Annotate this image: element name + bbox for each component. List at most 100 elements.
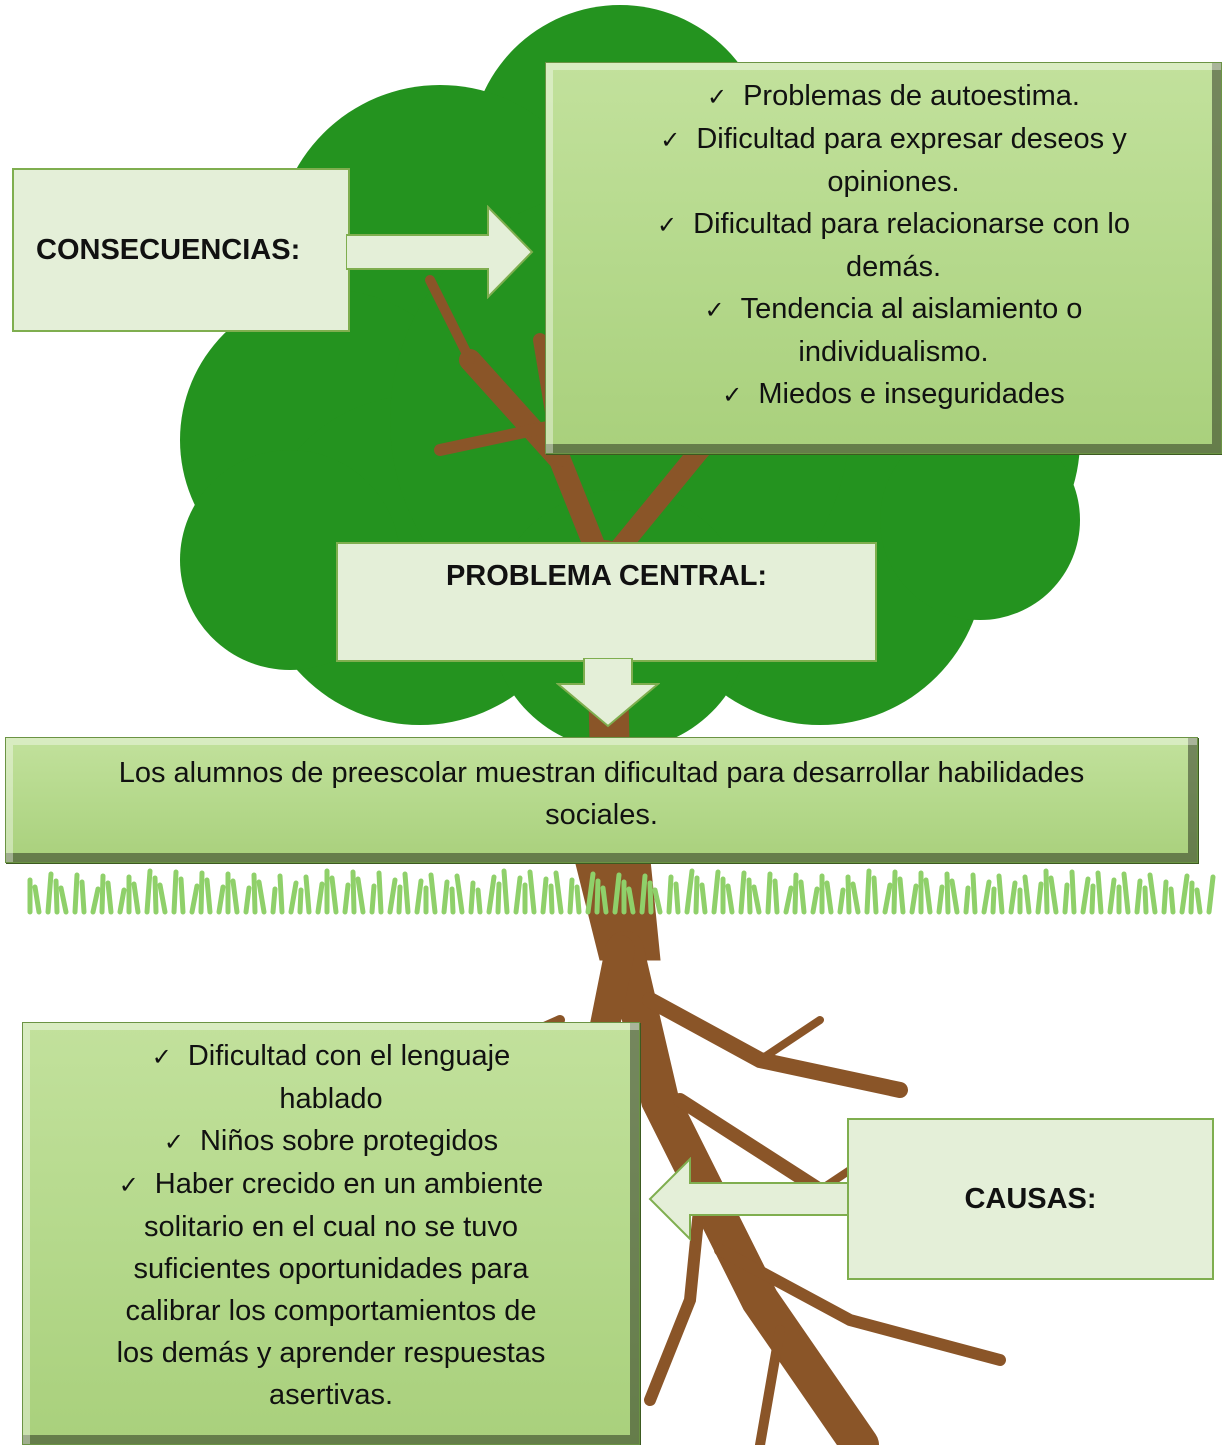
grass-blade [673, 881, 681, 915]
grass-blade [513, 875, 523, 915]
grass-blade [171, 869, 179, 915]
consequence-item-text: Miedos e inseguridades [758, 378, 1065, 410]
grass-blade [1062, 882, 1070, 915]
causes-arrow [648, 1157, 851, 1241]
grass-blade [553, 870, 564, 915]
grass-blade [798, 879, 807, 915]
grass-blade [548, 883, 555, 915]
grass-blade [99, 873, 106, 915]
grass-blade [350, 869, 357, 915]
grass-blade [1048, 875, 1059, 915]
grass-blade [792, 872, 799, 915]
causes-label-box: CAUSAS: [847, 1118, 1214, 1280]
checkmark-icon: ✓ [118, 1171, 139, 1199]
grass-blade [711, 869, 721, 915]
grass-blade [204, 877, 213, 915]
grass-blade [475, 887, 483, 915]
grass-blade [387, 877, 398, 915]
grass-blade [626, 886, 636, 915]
grass-blade [990, 886, 997, 915]
grass-blade [882, 882, 893, 915]
central-statement-box: Los alumnos de preescolar muestran dific… [5, 737, 1198, 863]
grass-blade [725, 883, 735, 915]
consequence-item: ✓Miedos e inseguridades [586, 373, 1201, 416]
grass-blade [699, 882, 708, 915]
grass-blade [963, 885, 971, 915]
grass-blade [198, 870, 205, 915]
grass-blade [1142, 885, 1149, 915]
consequence-item: ✓Problemas de autoestima. [586, 75, 1201, 118]
cause-item-text: asertivas. [268, 1379, 394, 1411]
grass-blade [402, 871, 411, 915]
grass-blade [1008, 880, 1018, 915]
grass-blade [909, 883, 919, 915]
grass-blade [1089, 883, 1096, 915]
grass-blade [1022, 874, 1032, 915]
grass-blade [594, 878, 601, 915]
checkmark-icon: ✓ [657, 211, 678, 239]
grass-strip [27, 868, 1216, 915]
grass-blade [652, 887, 663, 915]
cause-item: ✓Niños sobre protegidos [41, 1120, 621, 1163]
grass-blade [897, 876, 906, 915]
cause-item-text: Dificultad con el lenguaje [187, 1040, 511, 1072]
grass-blade [396, 884, 403, 915]
consequences-list: ✓Problemas de autoestima.✓Dificultad par… [586, 75, 1201, 416]
consequence-item-text: Dificultad para expresar deseos y [696, 123, 1127, 155]
grass-blade [585, 871, 596, 915]
central-label-box: PROBLEMA CENTRAL: [336, 542, 877, 662]
grass-blade [666, 874, 674, 915]
grass-blade [1069, 869, 1077, 915]
grass-blade [256, 879, 267, 915]
checkmark-icon: ✓ [151, 1043, 172, 1071]
grass-blade [58, 885, 69, 915]
grass-blade [850, 881, 861, 915]
central-statement: Los alumnos de preescolar muestran dific… [6, 752, 1197, 836]
grass-blade [936, 884, 945, 915]
grass-blade [837, 887, 846, 915]
grass-blade [1168, 886, 1176, 915]
grass-blade [746, 877, 753, 915]
central-label: PROBLEMA CENTRAL: [445, 560, 768, 592]
grass-blade [970, 872, 978, 915]
grass-blade [243, 885, 252, 915]
grass-blade [376, 870, 384, 915]
cause-item-text: los demás y aprender respuestas [116, 1337, 546, 1369]
grass-blade [567, 877, 575, 915]
grass-blade [90, 886, 101, 915]
grass-blade [1095, 870, 1104, 915]
grass-blade [355, 876, 366, 915]
grass-blade [612, 872, 622, 915]
grass-blade [79, 879, 87, 915]
grass-blade [949, 878, 960, 915]
grass-blade [117, 887, 127, 915]
grass-blade [540, 876, 549, 915]
grass-blade [449, 886, 456, 915]
grass-blade [178, 876, 186, 915]
consequences-label: CONSECUENCIAS: [36, 233, 301, 266]
grass-blade [765, 871, 773, 915]
grass-blade [1179, 873, 1190, 915]
consequences-label-box: CONSECUENCIAS: [12, 168, 350, 332]
grass-blade [944, 871, 951, 915]
consequences-box: ✓Problemas de autoestima.✓Dificultad par… [545, 62, 1222, 454]
grass-blade [1134, 878, 1143, 915]
grass-blade [369, 883, 377, 915]
grass-blade [157, 882, 168, 915]
grass-blade [845, 874, 852, 915]
grass-blade [315, 881, 325, 915]
grass-blade [783, 885, 794, 915]
grass-blade [270, 886, 278, 915]
grass-blade [297, 887, 304, 915]
grass-blade [105, 880, 114, 915]
grass-blade [251, 872, 258, 915]
grass-blade [468, 880, 476, 915]
grass-blade [454, 873, 465, 915]
grass-blade [486, 874, 497, 915]
grass-blade [1194, 887, 1203, 915]
grass-blade [527, 869, 537, 915]
